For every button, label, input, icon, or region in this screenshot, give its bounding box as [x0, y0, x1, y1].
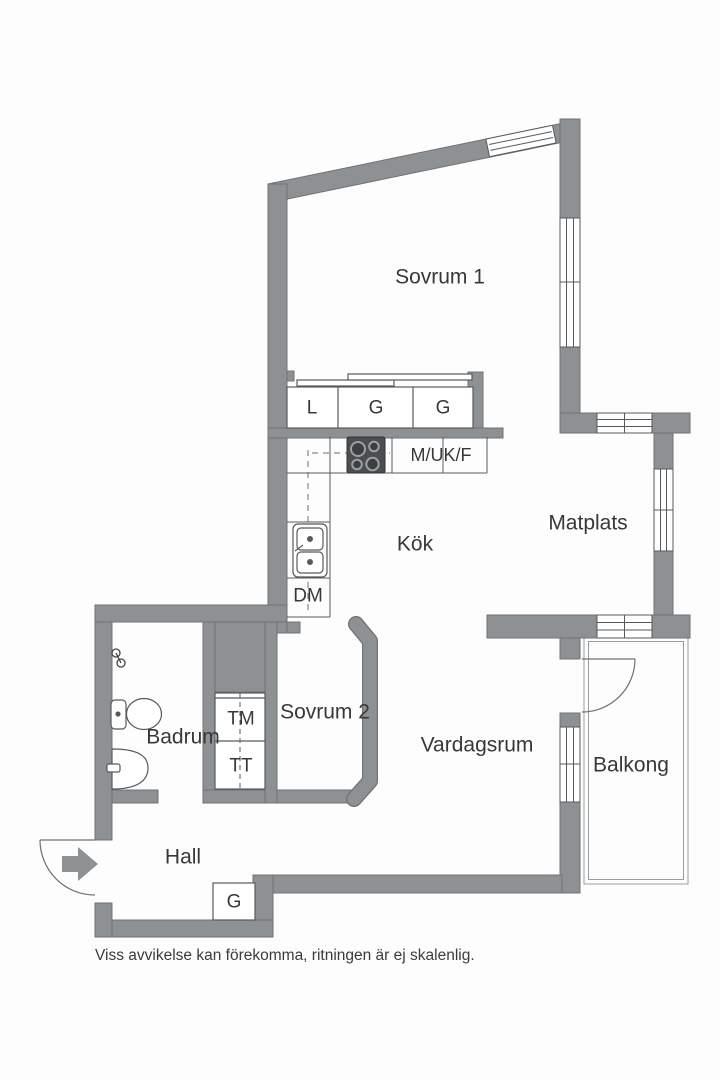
wall-balcony-door-stub: [559, 637, 581, 660]
room-label-vardagsrum: Vardagsrum: [420, 733, 534, 757]
window-matplats-right: [653, 468, 674, 552]
wall-hall-bottom: [94, 919, 274, 938]
dishwasher-label: DM: [293, 585, 323, 607]
wall-left-kitchen: [267, 183, 288, 634]
entrance-door-arc: [39, 839, 96, 896]
wall-badrum-top: [94, 604, 288, 623]
kitchen-units-label: M/UK/F: [410, 445, 472, 465]
wall-left-outer: [94, 604, 113, 841]
doors: [39, 658, 636, 896]
shower-mixer-icon: [111, 648, 126, 668]
balcony-door-arc: [581, 658, 636, 713]
window-sovrum1-angled: [485, 124, 557, 158]
room-label-hall: Hall: [164, 845, 202, 869]
room-label-matplats: Matplats: [548, 511, 628, 535]
window-vardagsrum-right: [559, 726, 581, 803]
disclaimer-text: Viss avvikelse kan förekomma, ritningen …: [95, 947, 475, 964]
room-label-sovrum2: Sovrum 2: [280, 700, 370, 724]
closet-label-g2: G: [435, 397, 451, 419]
wall-sovrum2-left: [264, 621, 278, 804]
wall-sovrum2-right: [346, 616, 378, 807]
room-label-balkong: Balkong: [593, 753, 669, 777]
entrance-arrow-icon: [62, 847, 98, 881]
closet-label-l: L: [306, 397, 318, 419]
kitchen-counter: [287, 437, 488, 618]
wall-left-below-door: [94, 902, 113, 938]
room-label-badrum: Badrum: [146, 725, 220, 749]
window-matplats-top: [596, 412, 653, 434]
toilet-icon: [110, 697, 163, 731]
window-matplats-bottom: [596, 614, 653, 639]
wall-sovrum1-right-upper: [559, 118, 581, 219]
washer-label: TM: [227, 708, 255, 730]
wall-matplats-bottom: [486, 614, 691, 639]
wall-right-outer-upper: [653, 432, 674, 470]
wall-vardagsrum-right: [559, 801, 581, 894]
dryer-label: TT: [229, 755, 253, 777]
hall-closet-label: G: [226, 891, 242, 913]
closet-label-g1: G: [368, 397, 384, 419]
sliding-door-icon: [347, 373, 473, 381]
room-label-sovrum1: Sovrum 1: [395, 265, 485, 289]
walls: [94, 118, 691, 938]
hall-closet-box: [212, 882, 256, 921]
bathroom-sink-icon: [106, 748, 149, 790]
wall-balcony-mid: [559, 712, 581, 728]
wall-badrum-bottom-left: [111, 789, 159, 804]
room-label-kok: Kök: [396, 532, 434, 556]
windows: [485, 124, 674, 803]
window-sovrum1-right: [559, 217, 581, 348]
closet-row: [286, 373, 474, 429]
wall-nub: [286, 370, 295, 382]
laundry-units: [214, 692, 266, 790]
wall-below-closets: [267, 427, 504, 439]
wall-tm-niche-block: [214, 621, 266, 693]
sliding-door-icon: [296, 379, 395, 387]
stove-icon: [346, 436, 386, 474]
kitchen-sink-icon: [292, 523, 328, 578]
wall-kitchen-bottom-stub: [286, 621, 301, 634]
wall-badrum-tm-divider: [202, 621, 216, 791]
wall-bottom-sovrum2: [202, 789, 354, 804]
wall-vardagsrum-bottom: [252, 874, 563, 894]
